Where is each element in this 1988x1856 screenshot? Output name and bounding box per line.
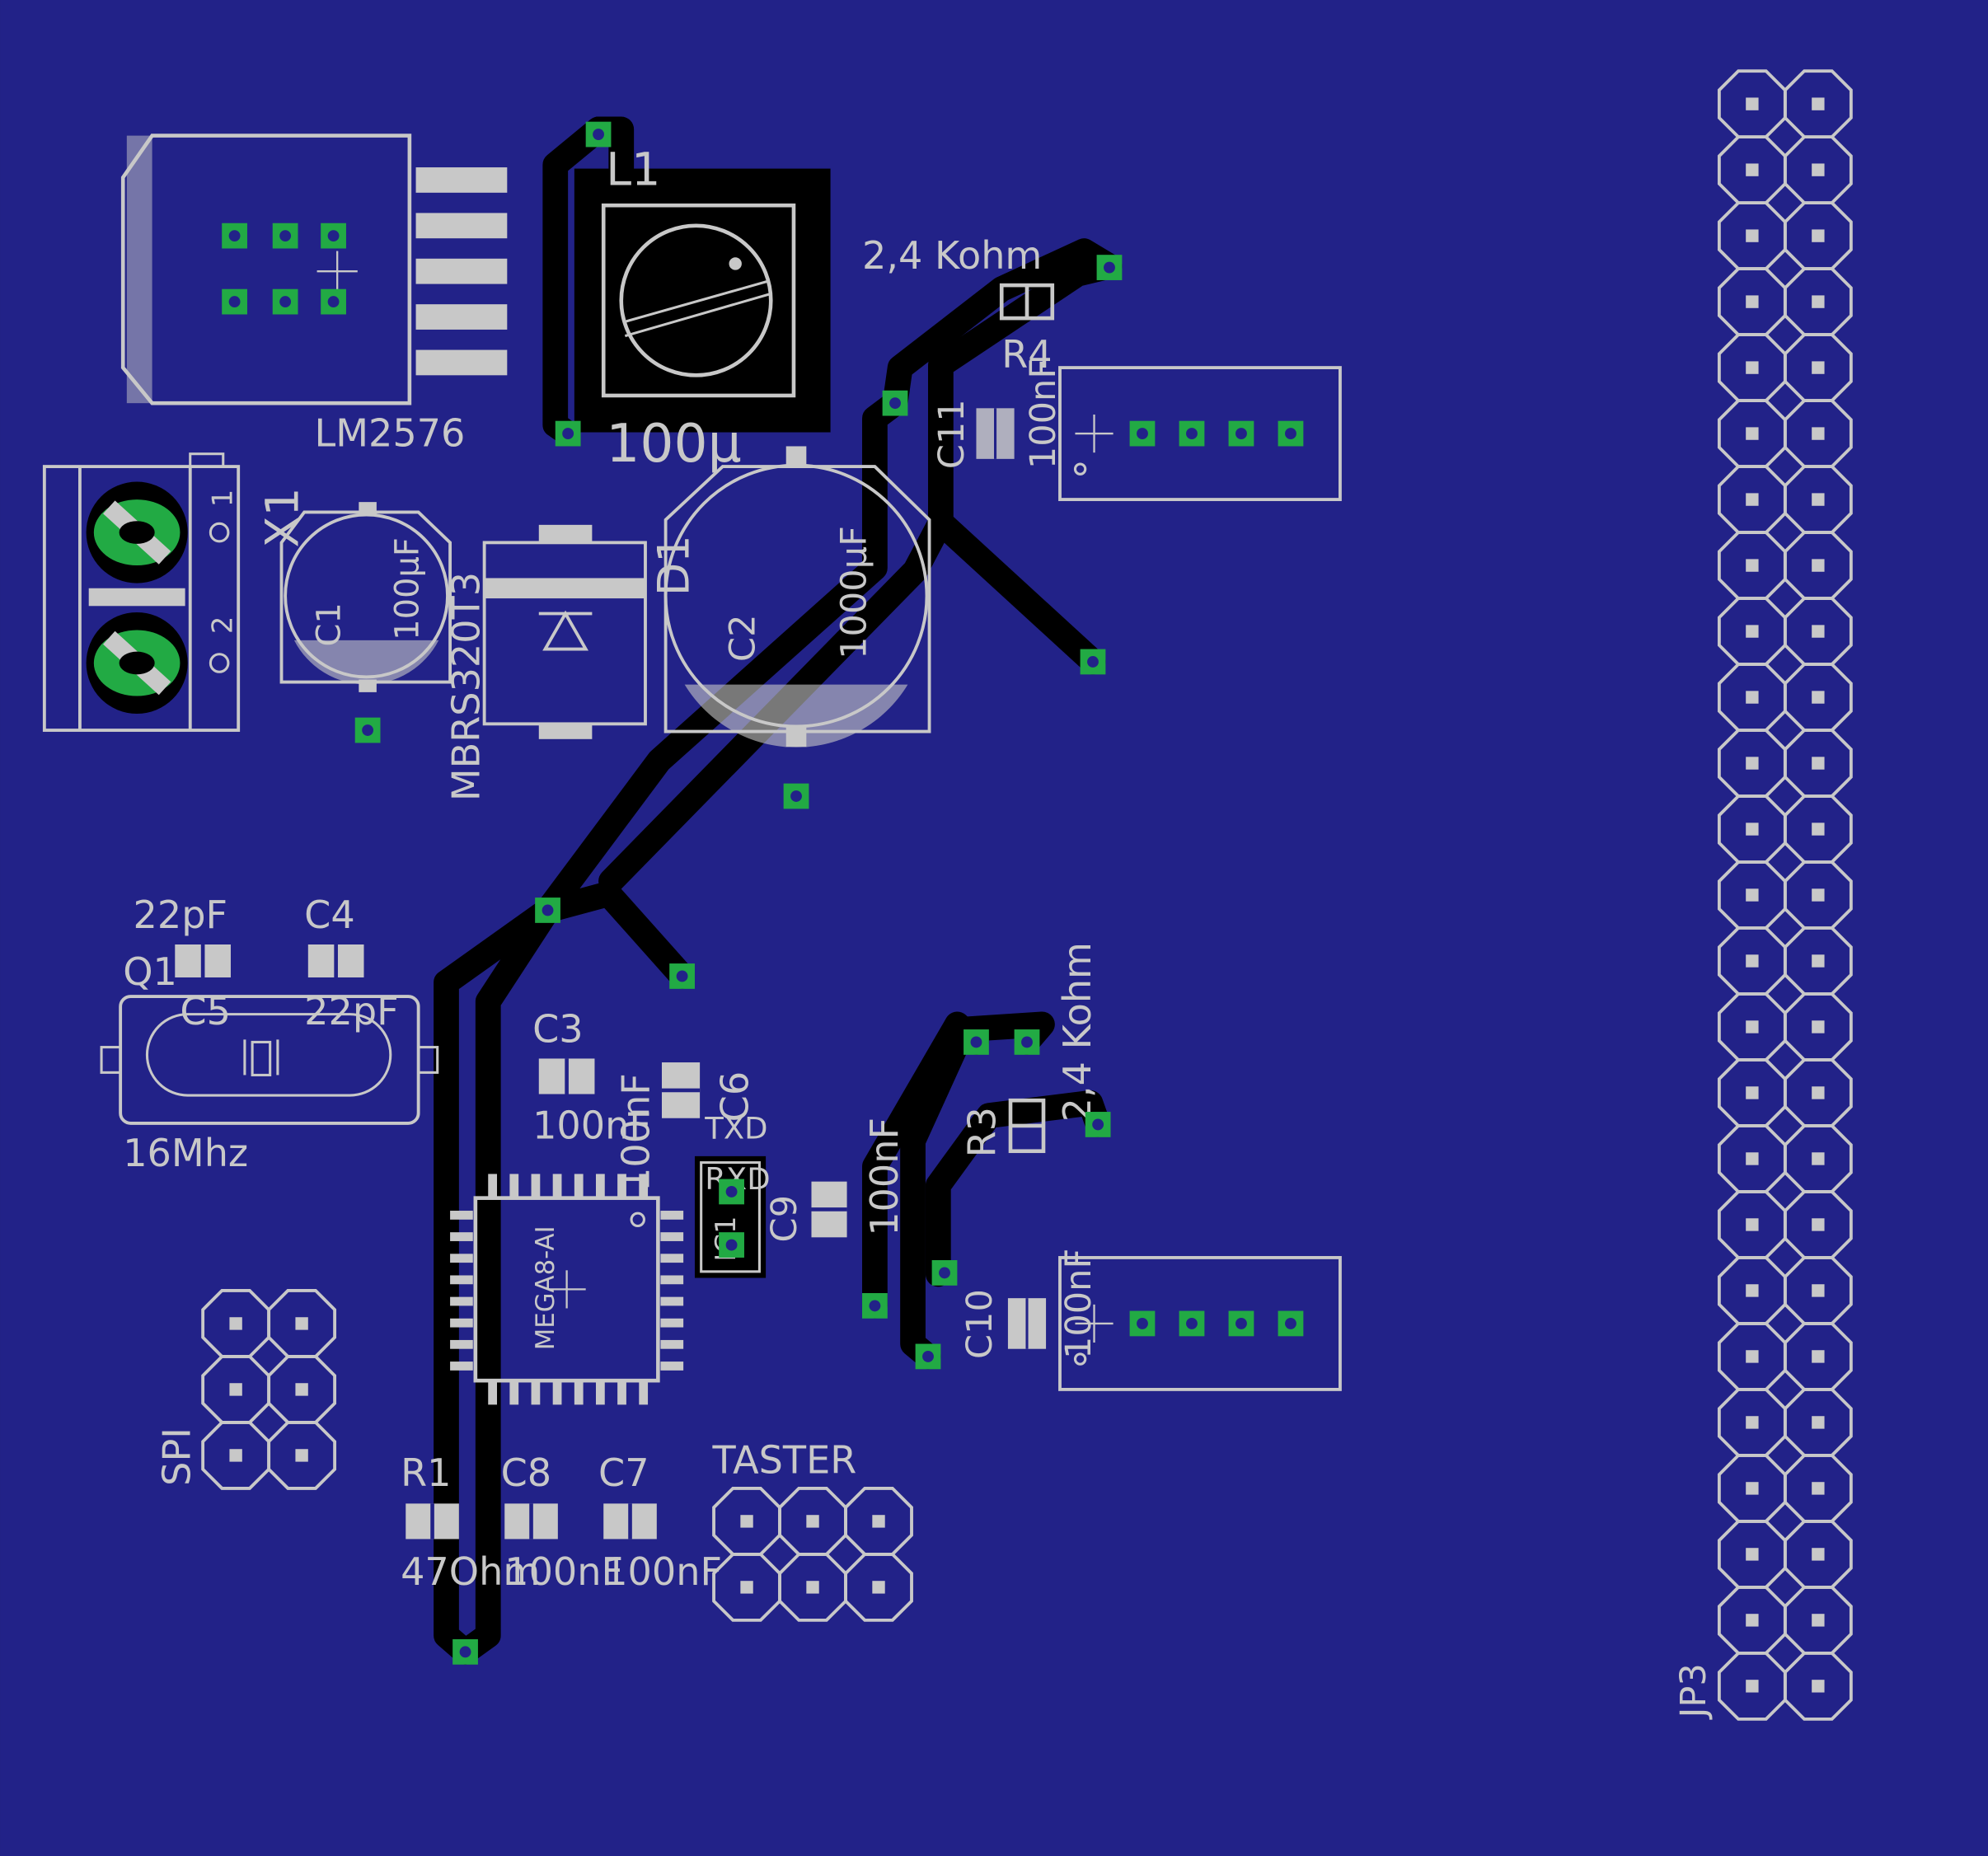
label-x1-pin1: 1	[207, 490, 239, 508]
label-l1-value: 100µ	[606, 413, 741, 475]
jp3-header-footprint	[1717, 69, 1853, 1721]
trace-branch-a	[598, 509, 954, 894]
c2-footprint	[663, 446, 931, 748]
label-c2: C2	[722, 614, 763, 661]
label-c8-value: 100nF	[504, 1549, 623, 1594]
label-l1: L1	[606, 144, 660, 197]
spi-pin	[267, 1420, 337, 1490]
label-spi: SPI	[155, 1427, 199, 1486]
jp3-pin	[1717, 1651, 1787, 1721]
label-c9-value: 100nF	[862, 1118, 907, 1236]
label-d1: D1	[649, 535, 699, 596]
label-c7-value: 100nF	[603, 1549, 722, 1594]
label-c1: C1	[310, 602, 348, 646]
d1-footprint	[482, 524, 647, 739]
label-c7: C7	[598, 1451, 649, 1495]
copper-pads	[93, 121, 1304, 1665]
label-c-22pf-a: 22pF	[134, 893, 228, 937]
trace-r3-c	[925, 1090, 1111, 1287]
jp3-pin	[1783, 1651, 1853, 1721]
taster-header-footprint	[712, 1486, 913, 1622]
label-c11: C11	[931, 399, 973, 469]
label-c10: C10	[959, 1289, 1001, 1359]
spi-header-footprint	[201, 1289, 337, 1490]
label-c6-value: 100nF	[614, 1073, 659, 1192]
l1-footprint	[574, 168, 831, 433]
label-q1: Q1	[123, 949, 177, 994]
label-c8: C8	[501, 1451, 552, 1495]
label-taster: TASTER	[712, 1437, 857, 1482]
label-c3-value: 100nF	[532, 1103, 651, 1147]
label-x1-pin2: 2	[207, 616, 239, 635]
taster-pin	[778, 1552, 847, 1622]
trace-c3-branch	[535, 881, 695, 989]
label-r1-value: 47Ohm	[401, 1549, 540, 1594]
label-txd: TXD	[704, 1110, 767, 1146]
label-mega8: MEGA8-AI	[531, 1226, 560, 1350]
connector-bottom-footprint	[1058, 1256, 1342, 1391]
label-c9: C9	[764, 1195, 805, 1242]
label-c2-value: 1000µF	[834, 526, 875, 659]
label-c6: C6	[713, 1071, 757, 1123]
lm2576-footprint	[120, 134, 508, 405]
taster-pin	[844, 1552, 913, 1622]
label-lm2576: LM2576	[314, 410, 465, 455]
mega8-ic-footprint	[450, 1174, 684, 1405]
label-jp3: JP3	[1673, 1663, 1714, 1720]
label-r3-value: 2,4 Kohm	[1055, 942, 1099, 1122]
label-r4-value: 2,4 Kohm	[862, 233, 1042, 278]
label-r3: R3	[960, 1107, 1005, 1157]
label-r1: R1	[401, 1451, 451, 1495]
label-r4: R4	[1001, 332, 1052, 377]
label-c1-value: 100µF	[389, 537, 427, 640]
label-c4: C4	[304, 893, 355, 937]
label-c10-value: 100nF	[1058, 1249, 1099, 1359]
label-c3: C3	[532, 1006, 584, 1051]
label-q1-value: 16Mhz	[123, 1131, 248, 1175]
spi-pin	[201, 1420, 271, 1490]
c1-footprint	[279, 502, 452, 692]
label-c11-value: 100nF	[1023, 359, 1064, 469]
label-d1-part: MBRS320T3	[443, 572, 488, 801]
taster-pin	[712, 1552, 781, 1622]
connector-top-footprint	[1058, 366, 1342, 501]
q1-crystal-footprint	[100, 995, 439, 1125]
trace-r4-c11	[928, 253, 1123, 675]
